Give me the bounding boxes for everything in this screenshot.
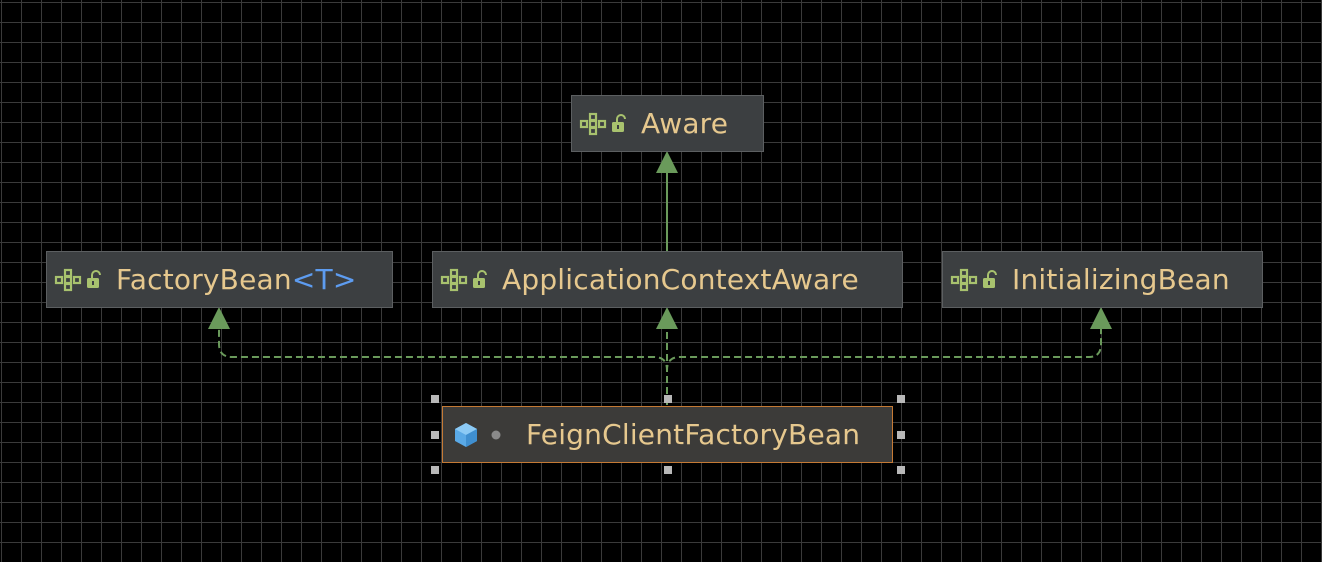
public-visibility-icon: [611, 113, 629, 134]
selection-handle-bottom-left[interactable]: [431, 466, 439, 474]
interface-icon: [950, 268, 978, 292]
edge-implements-feign-to-initializing-bean: [666, 328, 1102, 405]
public-visibility-icon: [982, 269, 1000, 290]
edge-implements-feign-to-factory-bean: [218, 328, 668, 405]
selection-handle-top-center[interactable]: [664, 395, 672, 403]
node-feign-client-factory-bean[interactable]: FeignClientFactoryBean: [442, 406, 893, 463]
node-label: FeignClientFactoryBean: [526, 418, 861, 451]
node-icons: [54, 268, 104, 292]
type-param-close: >: [332, 263, 357, 296]
node-label: ApplicationContextAware: [502, 263, 859, 296]
class-icon: [452, 421, 480, 449]
node-aware[interactable]: Aware: [571, 95, 764, 152]
node-label: InitializingBean: [1012, 263, 1230, 296]
selection-handle-middle-right[interactable]: [897, 431, 905, 439]
node-factory-bean[interactable]: FactoryBean<T>: [46, 251, 393, 308]
public-visibility-icon: [86, 269, 104, 290]
node-label: Aware: [641, 107, 729, 140]
arrowhead-factory-bean: [208, 307, 230, 329]
selection-handle-bottom-right[interactable]: [897, 466, 905, 474]
type-param-open: <: [291, 263, 316, 296]
interface-icon: [440, 268, 468, 292]
node-icons: [452, 421, 502, 449]
type-param: T: [315, 263, 333, 296]
node-name: FactoryBean: [116, 263, 292, 296]
selection-handle-middle-left[interactable]: [431, 431, 439, 439]
arrowhead-initializing-bean: [1090, 307, 1112, 329]
node-icons: [579, 112, 629, 136]
selection-handle-bottom-center[interactable]: [664, 466, 672, 474]
node-icons: [950, 268, 1000, 292]
package-private-visibility-icon: [490, 429, 502, 441]
interface-icon: [579, 112, 607, 136]
node-icons: [440, 268, 490, 292]
node-initializing-bean[interactable]: InitializingBean: [942, 251, 1263, 308]
node-label: FactoryBean<T>: [116, 263, 356, 296]
node-application-context-aware[interactable]: ApplicationContextAware: [432, 251, 903, 308]
arrowhead-aware: [656, 151, 678, 173]
public-visibility-icon: [472, 269, 490, 290]
selection-handle-top-left[interactable]: [431, 395, 439, 403]
selection-handle-top-right[interactable]: [897, 395, 905, 403]
arrowhead-application-context-aware: [656, 307, 678, 329]
interface-icon: [54, 268, 82, 292]
